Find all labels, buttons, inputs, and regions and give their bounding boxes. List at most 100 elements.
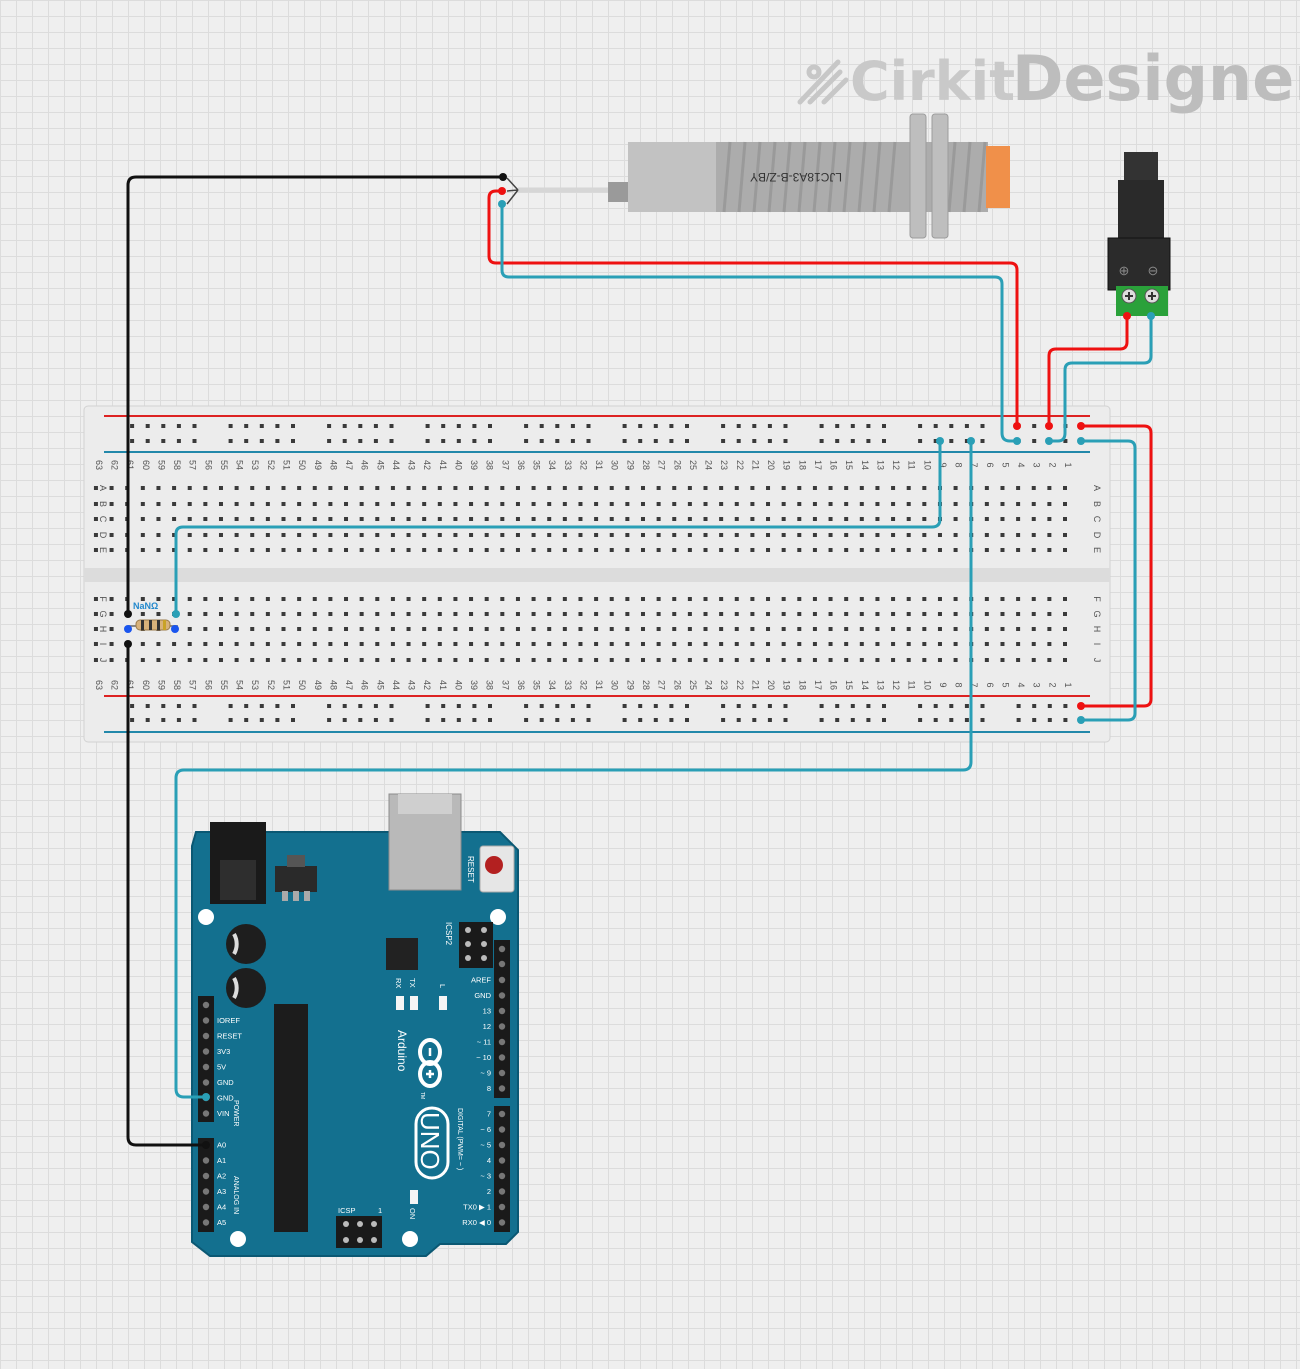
breadboard-hole[interactable] — [562, 502, 567, 506]
breadboard-hole[interactable] — [828, 486, 833, 490]
breadboard-hole[interactable] — [422, 548, 427, 552]
breadboard-hole[interactable] — [562, 517, 567, 521]
breadboard-hole[interactable] — [953, 517, 958, 521]
breadboard-hole[interactable] — [906, 642, 911, 646]
breadboard-hole[interactable] — [531, 548, 536, 552]
breadboard-hole[interactable] — [609, 533, 614, 537]
breadboard-hole[interactable] — [500, 612, 505, 616]
rail-hole[interactable] — [488, 439, 492, 443]
breadboard-hole[interactable] — [937, 658, 942, 662]
breadboard-hole[interactable] — [812, 658, 817, 662]
rail-hole[interactable] — [1016, 718, 1021, 722]
breadboard-hole[interactable] — [703, 533, 708, 537]
digital-pin[interactable] — [498, 1054, 506, 1061]
breadboard-hole[interactable] — [656, 642, 661, 646]
breadboard-hole[interactable] — [172, 548, 177, 552]
breadboard-hole[interactable] — [109, 486, 114, 490]
breadboard-hole[interactable] — [859, 658, 864, 662]
breadboard-hole[interactable] — [1031, 642, 1036, 646]
rail-hole[interactable] — [259, 718, 264, 722]
breadboard-hole[interactable] — [1047, 597, 1052, 601]
breadboard-hole[interactable] — [984, 486, 989, 490]
breadboard-hole[interactable] — [750, 597, 755, 601]
arduino-uno[interactable]: RESET ICSP2 ICSP 1 RX TX L ON Arduino TM — [191, 793, 519, 1257]
rail-hole[interactable] — [327, 439, 332, 443]
breadboard-hole[interactable] — [797, 533, 802, 537]
rail-hole[interactable] — [767, 439, 772, 443]
reset-button-cap[interactable] — [485, 856, 503, 874]
breadboard[interactable]: 1122334455667788991010111112121313141415… — [83, 405, 1111, 743]
breadboard-hole[interactable] — [656, 548, 661, 552]
breadboard-hole[interactable] — [265, 502, 270, 506]
breadboard-hole[interactable] — [234, 502, 239, 506]
power-pin[interactable] — [202, 1063, 210, 1071]
rail-hole[interactable] — [850, 718, 855, 722]
breadboard-hole[interactable] — [719, 486, 724, 490]
breadboard-hole[interactable] — [531, 597, 536, 601]
breadboard-hole[interactable] — [578, 627, 583, 631]
breadboard-hole[interactable] — [406, 548, 411, 552]
breadboard-hole[interactable] — [844, 597, 849, 601]
breadboard-hole[interactable] — [1047, 612, 1052, 616]
rail-hole[interactable] — [327, 424, 332, 428]
breadboard-hole[interactable] — [734, 597, 739, 601]
rail-hole[interactable] — [850, 704, 855, 708]
rail-hole[interactable] — [275, 704, 280, 708]
icsp-pin[interactable] — [357, 1221, 363, 1227]
breadboard-hole[interactable] — [359, 502, 364, 506]
breadboard-hole[interactable] — [422, 627, 427, 631]
breadboard-hole[interactable] — [515, 533, 520, 537]
rail-hole[interactable] — [327, 704, 332, 708]
breadboard-hole[interactable] — [562, 627, 567, 631]
breadboard-hole[interactable] — [844, 642, 849, 646]
rail-hole[interactable] — [752, 718, 757, 722]
rail-hole[interactable] — [685, 718, 689, 722]
rail-hole[interactable] — [389, 718, 394, 722]
breadboard-hole[interactable] — [515, 597, 520, 601]
breadboard-hole[interactable] — [703, 502, 708, 506]
rail-hole[interactable] — [358, 718, 363, 722]
breadboard-hole[interactable] — [422, 642, 427, 646]
rail-hole[interactable] — [539, 718, 544, 722]
breadboard-hole[interactable] — [859, 627, 864, 631]
rail-hole[interactable] — [866, 439, 871, 443]
breadboard-hole[interactable] — [656, 502, 661, 506]
breadboard-hole[interactable] — [469, 597, 474, 601]
breadboard-hole[interactable] — [609, 548, 614, 552]
icsp2-pin[interactable] — [481, 941, 487, 947]
digital-pin[interactable] — [498, 1172, 506, 1180]
breadboard-hole[interactable] — [250, 502, 255, 506]
breadboard-hole[interactable] — [656, 612, 661, 616]
breadboard-hole[interactable] — [250, 642, 255, 646]
rail-hole[interactable] — [622, 718, 627, 722]
digital-pin[interactable] — [498, 992, 506, 999]
breadboard-hole[interactable] — [172, 486, 177, 490]
breadboard-hole[interactable] — [844, 627, 849, 631]
breadboard-hole[interactable] — [406, 533, 411, 537]
breadboard-hole[interactable] — [859, 612, 864, 616]
breadboard-hole[interactable] — [734, 486, 739, 490]
icsp2-pin[interactable] — [465, 927, 471, 933]
breadboard-hole[interactable] — [922, 597, 927, 601]
breadboard-hole[interactable] — [109, 642, 114, 646]
breadboard-hole[interactable] — [265, 486, 270, 490]
breadboard-hole[interactable] — [672, 502, 677, 506]
breadboard-hole[interactable] — [719, 533, 724, 537]
breadboard-hole[interactable] — [469, 627, 474, 631]
breadboard-hole[interactable] — [1016, 597, 1021, 601]
rail-hole[interactable] — [472, 718, 477, 722]
breadboard-hole[interactable] — [484, 548, 489, 552]
rail-hole[interactable] — [721, 424, 726, 428]
breadboard-hole[interactable] — [297, 612, 302, 616]
breadboard-hole[interactable] — [672, 548, 677, 552]
breadboard-hole[interactable] — [734, 612, 739, 616]
breadboard-hole[interactable] — [734, 658, 739, 662]
proximity-sensor[interactable]: LJC18A3-B-Z/BY — [518, 113, 1010, 239]
breadboard-hole[interactable] — [453, 502, 458, 506]
breadboard-hole[interactable] — [703, 612, 708, 616]
rail-hole[interactable] — [161, 704, 166, 708]
breadboard-hole[interactable] — [640, 597, 645, 601]
breadboard-hole[interactable] — [687, 502, 692, 506]
breadboard-hole[interactable] — [719, 627, 724, 631]
breadboard-hole[interactable] — [156, 642, 161, 646]
